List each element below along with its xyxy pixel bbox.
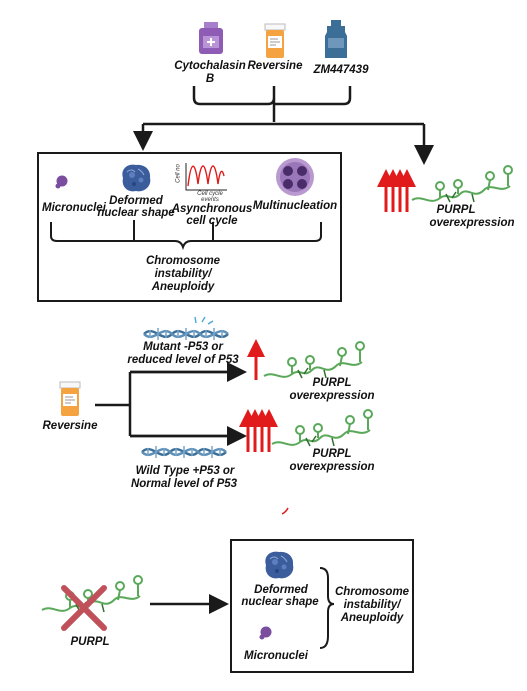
cytochalasin-bottle-icon bbox=[199, 22, 223, 54]
mini-graph-xlabel-1: Cell cycle bbox=[197, 191, 223, 197]
deformed-nucleus-icon-2 bbox=[264, 551, 294, 579]
knockdown-micronuclei-label: Micronuclei bbox=[244, 650, 308, 662]
purpl-b-label-line2: overexpression bbox=[289, 461, 375, 473]
purpl-top-label-line2: overexpression bbox=[429, 217, 515, 229]
micronuclei-icon bbox=[55, 175, 68, 189]
zm447439-label: ZM447439 bbox=[313, 64, 369, 76]
async-label-line1: Asynchronous bbox=[171, 203, 253, 215]
outcome-label-line1: Chromosome bbox=[145, 255, 221, 267]
deformed-label-line1: Deformed bbox=[109, 195, 163, 207]
reversine-bottle-icon-2 bbox=[59, 381, 81, 417]
red-up-arrows-icon bbox=[377, 169, 416, 212]
mutant-label-line1: Mutant -P53 or bbox=[143, 341, 223, 353]
async-label-line2: cell cycle bbox=[186, 215, 238, 227]
red-mark bbox=[281, 507, 289, 515]
reversine-branch-lines bbox=[95, 370, 244, 438]
purpl-a-label-line1: PURPL bbox=[312, 377, 352, 389]
mini-graph-xlabel-2: events bbox=[201, 197, 219, 203]
reversine-bottle-icon bbox=[264, 23, 286, 59]
reversine-branch-label: Reversine bbox=[42, 420, 98, 432]
mutant-dna-icon bbox=[142, 316, 230, 342]
knockdown-brace bbox=[319, 567, 335, 649]
drug-connector bbox=[192, 86, 352, 122]
purpl-rna-icon-3 bbox=[271, 409, 373, 447]
knockdown-deformed-line1: Deformed bbox=[254, 584, 308, 596]
purpl-rna-icon-2 bbox=[263, 341, 365, 379]
red-up-arrows-icon-2 bbox=[239, 409, 278, 452]
cytochalasin-label-line1: Cytochalasin bbox=[174, 60, 246, 72]
multinucleation-icon bbox=[276, 158, 314, 196]
micronuclei-label: Micronuclei bbox=[42, 202, 106, 214]
phenotype-bracket bbox=[50, 220, 322, 251]
knockdown-outcome-line2: instability/ bbox=[343, 599, 401, 611]
deformed-nucleus-icon bbox=[121, 164, 151, 192]
outcome-label-line2: instability/ bbox=[154, 268, 212, 280]
knockdown-outcome-line3: Aneuploidy bbox=[340, 612, 404, 624]
outcome-label-line3: Aneuploidy bbox=[151, 281, 215, 293]
cytochalasin-label-line2: B bbox=[205, 73, 215, 85]
cross-icon bbox=[61, 585, 107, 631]
knockdown-outcome-line1: Chromosome bbox=[334, 586, 410, 598]
purpl-rna-icon bbox=[411, 165, 513, 203]
phenotype-box bbox=[37, 152, 342, 302]
knockdown-box bbox=[230, 539, 414, 673]
purpl-top-label-line1: PURPL bbox=[436, 204, 476, 216]
mutant-label-line2: reduced level of P53 bbox=[127, 354, 239, 366]
reversine-label: Reversine bbox=[247, 60, 303, 72]
zm447439-bottle-icon bbox=[325, 20, 347, 58]
knockdown-deformed-line2: nuclear shape bbox=[241, 596, 319, 608]
purpl-knockdown-rna-icon bbox=[41, 575, 143, 613]
purpl-knockdown-label: PURPL bbox=[70, 636, 110, 648]
mini-graph-ylabel: Cell no bbox=[175, 164, 182, 183]
purpl-b-label-line1: PURPL bbox=[312, 448, 352, 460]
multinucleation-label: Multinucleation bbox=[252, 200, 338, 212]
wildtype-dna-icon bbox=[140, 444, 228, 460]
wildtype-label-line1: Wild Type +P53 or bbox=[135, 465, 235, 477]
deformed-label-line2: nuclear shape bbox=[97, 207, 175, 219]
wildtype-label-line2: Normal level of P53 bbox=[130, 478, 238, 490]
cell-cycle-graph-icon bbox=[185, 163, 227, 191]
purpl-a-label-line2: overexpression bbox=[289, 390, 375, 402]
micronuclei-icon-2 bbox=[259, 626, 272, 640]
